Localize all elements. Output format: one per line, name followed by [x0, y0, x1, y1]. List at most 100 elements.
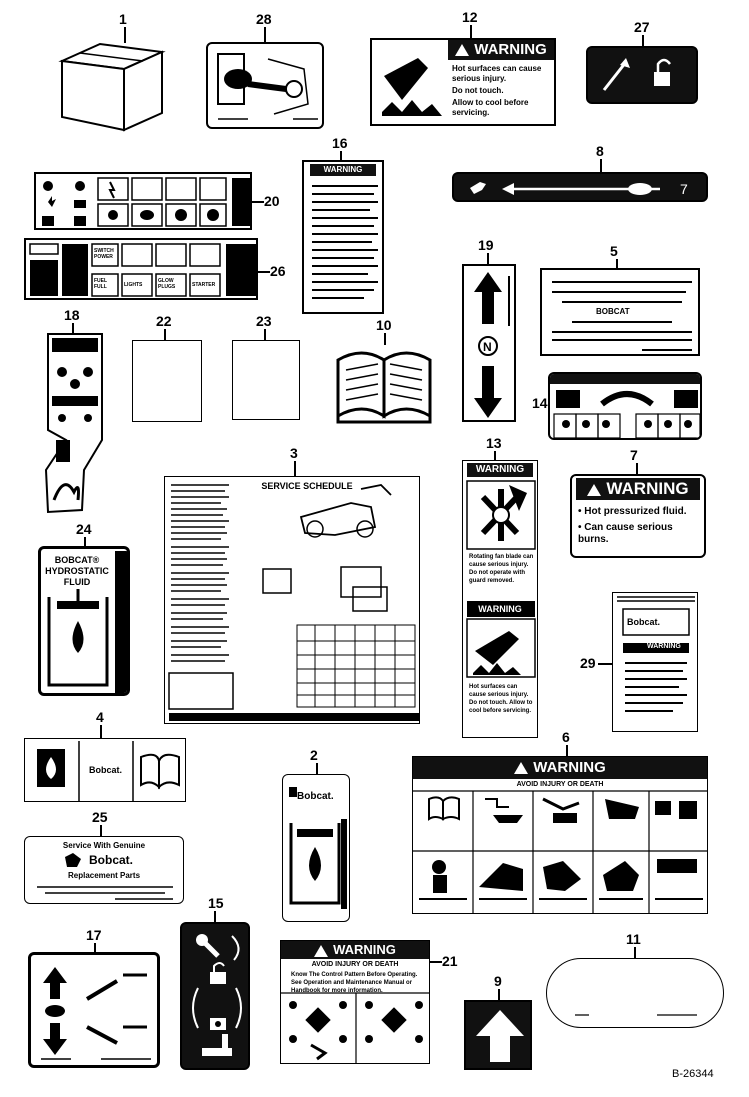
- decal-7: WARNING • Hot pressurized fluid. • Can c…: [570, 474, 706, 558]
- callout-15: 15: [208, 895, 224, 911]
- lights-label: LIGHTS: [124, 282, 143, 288]
- dash-panel-grid: [29, 243, 256, 297]
- avoid-injury-subtitle: AVOID INJURY OR DEATH: [516, 781, 604, 788]
- text-lines: [312, 185, 378, 299]
- speed-arrow-icon: 7: [470, 181, 688, 197]
- leader-line: [250, 201, 264, 203]
- leader-line: [498, 989, 500, 1001]
- callout-20: 20: [264, 193, 280, 209]
- leader-line: [642, 35, 644, 47]
- leader-line: [100, 825, 102, 837]
- hot-surface-hand-icon: [382, 58, 442, 116]
- callout-25: 25: [92, 809, 108, 825]
- leader-line: [294, 461, 296, 477]
- decal-23: [232, 340, 300, 420]
- callout-7: 7: [630, 447, 638, 463]
- decal-22: [132, 340, 202, 422]
- bobcat-logo-icon: [37, 853, 173, 900]
- warning-header: WARNING: [281, 941, 429, 959]
- warning-header: WARNING: [478, 604, 522, 614]
- callout-4: 4: [96, 709, 104, 725]
- warning-bullet: • Can cause serious burns.: [578, 522, 673, 545]
- leader-line: [256, 271, 270, 273]
- callout-6: 6: [562, 729, 570, 745]
- decal-17: [28, 952, 160, 1068]
- fuel-label: FUEL FULL: [94, 278, 107, 290]
- warning-header: WARNING: [413, 757, 707, 779]
- avoid-injury-subtitle: AVOID INJURY OR DEATH: [311, 961, 399, 968]
- travel-control-icon: [41, 967, 151, 1060]
- leader-line: [636, 463, 638, 475]
- leader-line: [84, 537, 86, 547]
- warning-bullet: • Hot pressurized fluid.: [578, 506, 687, 517]
- bobcat-brand: Bobcat.: [297, 791, 334, 802]
- bobcat-brand: BOBCAT: [596, 307, 630, 316]
- leader-line: [430, 961, 442, 963]
- warning-bullet: Know The Control Pattern Before Operatin…: [291, 972, 418, 978]
- manual-binding: [617, 596, 695, 712]
- decal-29: Bobcat. WARNING: [612, 592, 698, 732]
- leader-line: [600, 159, 602, 173]
- warning-header: WARNING: [576, 478, 700, 500]
- callout-21: 21: [442, 953, 458, 969]
- glow-plugs-label: GLOW PLUGS: [158, 278, 176, 290]
- bobcat-brand: Bobcat.: [627, 617, 661, 627]
- service-schedule-title: SERVICE SCHEDULE: [261, 481, 353, 491]
- decal-11-codes: [575, 1014, 697, 1016]
- callout-12: 12: [462, 9, 478, 25]
- leader-line: [72, 323, 74, 333]
- callout-16: 16: [332, 135, 348, 151]
- leader-line: [494, 451, 496, 461]
- callout-26: 26: [270, 263, 286, 279]
- callout-23: 23: [256, 313, 272, 329]
- text-lines: [552, 281, 692, 351]
- callout-19: 19: [478, 237, 494, 253]
- drawing-code: B-26344: [672, 1068, 714, 1080]
- callout-1: 1: [119, 11, 127, 27]
- callout-17: 17: [86, 927, 102, 943]
- leader-line: [340, 151, 342, 161]
- decal-4-icons: [37, 741, 180, 801]
- warning-bullet: Hot surfaces can cause serious injury.: [452, 64, 542, 83]
- decal-16: WARNING: [302, 160, 384, 314]
- callout-18: 18: [64, 307, 80, 323]
- warning-bullet: Do not touch.: [452, 86, 504, 95]
- hot-surface-text: Hot surfaces can cause serious injury. D…: [469, 684, 533, 714]
- leader-line: [214, 911, 216, 923]
- decal-26: SWITCH POWER FUEL FULL LIGHTS GLOW PLUGS…: [24, 238, 258, 300]
- service-genuine-line: Service With Genuine: [62, 841, 146, 850]
- decal-27: [586, 46, 698, 104]
- callout-28: 28: [256, 11, 272, 27]
- callout-24: 24: [76, 521, 92, 537]
- decal-9: [464, 1000, 532, 1070]
- decal-5: BOBCAT: [540, 268, 700, 356]
- leader-line: [94, 943, 96, 953]
- warning-bullet: Allow to cool before servicing.: [452, 98, 529, 117]
- callout-8: 8: [596, 143, 604, 159]
- indicator-panel-icons: [42, 177, 250, 227]
- decal-4: Bobcat.: [24, 738, 186, 802]
- callout-5: 5: [610, 243, 618, 259]
- decal-11: [546, 958, 724, 1028]
- leader-line: [616, 259, 618, 269]
- leader-line: [566, 745, 568, 757]
- decal-15: [180, 922, 250, 1070]
- forward-neutral-reverse-icon: N: [474, 272, 510, 418]
- switch-power-label: SWITCH POWER: [94, 248, 114, 260]
- service-schedule-content: [168, 484, 419, 721]
- unlock-arrow-icon: [602, 58, 671, 91]
- leader-line: [264, 329, 266, 341]
- key-unlock-sequence-icon: [192, 934, 242, 1056]
- fluid-reservoir-icon: [289, 787, 347, 909]
- callout-9: 9: [494, 973, 502, 989]
- warning-bullet: See Operation and Maintenance Manual or …: [291, 980, 413, 994]
- leader-line: [634, 947, 636, 959]
- warning-header: WARNING: [467, 463, 533, 477]
- callout-13: 13: [486, 435, 502, 451]
- decal-21: WARNING AVOID INJURY OR DEATH Know The C…: [280, 940, 430, 1064]
- callout-3: 3: [290, 445, 298, 461]
- decal-25: Service With Genuine Bobcat. Replacement…: [24, 836, 184, 904]
- callout-29: 29: [580, 655, 596, 671]
- leader-line: [124, 27, 126, 43]
- bobcat-brand: Bobcat.: [89, 765, 123, 775]
